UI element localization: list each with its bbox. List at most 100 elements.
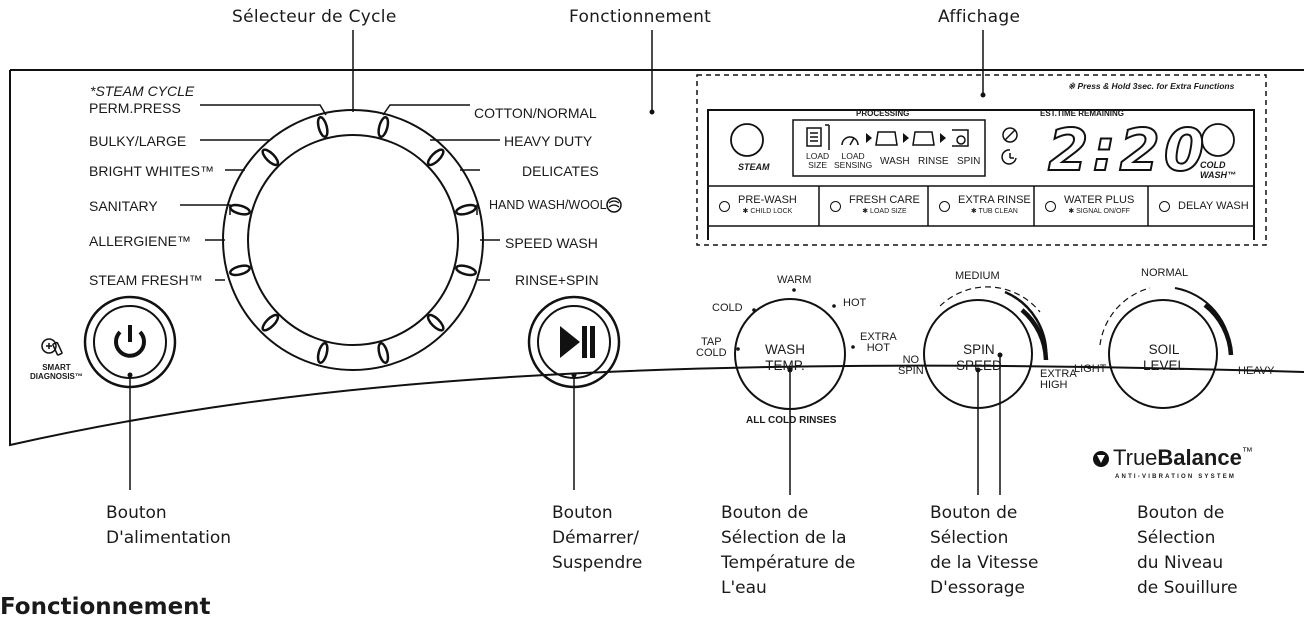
est-time-label: EST.TIME REMAINING xyxy=(1040,109,1125,118)
cycle-allergiene: ALLERGIENE™ xyxy=(89,233,191,249)
dial-tick xyxy=(229,203,251,216)
option-sublabel: ✱ SIGNAL ON/OFF xyxy=(1068,208,1130,215)
wool-icon xyxy=(606,197,622,213)
brand-balance: Balance xyxy=(1157,445,1242,470)
dial-tick xyxy=(455,203,477,216)
dial-tick xyxy=(377,342,390,364)
option-label: FRESH CARE xyxy=(849,194,920,206)
stage-spin: SPIN xyxy=(957,156,981,167)
indicator-led xyxy=(719,200,730,212)
option-sublabel: ✱ LOAD SIZE xyxy=(862,208,907,215)
option-label: EXTRA RINSE xyxy=(958,194,1031,206)
cycle-bulky-large: BULKY/LARGE xyxy=(89,133,187,149)
cold-wash-button-graphic xyxy=(1201,123,1235,157)
indicator-led xyxy=(939,200,950,212)
section-heading: Fonctionnement xyxy=(0,594,211,620)
indicator-led xyxy=(830,200,841,212)
power-button[interactable] xyxy=(85,297,175,387)
soil-heavy: HEAVY xyxy=(1238,365,1275,377)
steam-button-label[interactable]: STEAM xyxy=(738,162,770,172)
cycle-sanitary: SANITARY xyxy=(89,198,158,214)
option-water-plus[interactable]: WATER PLUS ✱ SIGNAL ON/OFF xyxy=(1035,188,1148,224)
temp-tap-cold: TAP COLD xyxy=(696,336,727,359)
truebalance-logo-mark xyxy=(1093,451,1109,467)
panel-outline xyxy=(9,69,1304,447)
callout-display: Affichage xyxy=(938,7,1021,27)
wash-temp-knob-graphic xyxy=(734,298,846,410)
stage-load-size: LOAD SIZE xyxy=(806,151,830,170)
spin-no-spin: NO SPIN xyxy=(898,354,924,377)
processing-label: PROCESSING xyxy=(856,109,910,118)
callout-lines xyxy=(129,30,1001,495)
option-sublabel: ✱ CHILD LOCK xyxy=(742,208,793,215)
dial-tick xyxy=(261,148,280,167)
soil-level-knob-graphic xyxy=(1099,287,1234,409)
dial-tick xyxy=(377,116,390,138)
cycle-heavy-duty: HEAVY DUTY xyxy=(504,133,593,149)
truebalance-logo: TrueBalance™ xyxy=(1113,447,1253,469)
soil-normal: NORMAL xyxy=(1141,267,1189,279)
cycle-hand-wash-wool: HAND WASH/WOOL xyxy=(489,198,607,212)
smart-diagnosis-icon xyxy=(41,338,63,356)
option-label: PRE-WASH xyxy=(738,194,797,206)
callout-start-pause: Bouton Démarrer/ Suspendre xyxy=(552,503,643,573)
indicator-led xyxy=(1159,200,1170,212)
wash-temp-label: WASH TEMP. xyxy=(765,342,805,373)
cycle-leaders-right xyxy=(382,104,500,281)
cycle-bright-whites: BRIGHT WHITES™ xyxy=(89,163,214,179)
temp-warm: WARM xyxy=(777,274,812,286)
start-pause-button[interactable] xyxy=(529,297,619,387)
dial-tick xyxy=(316,116,329,138)
dial-tick xyxy=(426,148,445,167)
spin-speed-knob-graphic xyxy=(923,286,1049,409)
power-button-graphic xyxy=(83,295,177,389)
soil-light: LIGHT xyxy=(1074,363,1107,375)
option-pre-wash[interactable]: PRE-WASH ✱ CHILD LOCK xyxy=(709,188,819,224)
option-sublabel: ✱ TUB CLEAN xyxy=(970,208,1018,215)
spin-extra-high: EXTRA HIGH xyxy=(1040,368,1077,391)
dial-tick xyxy=(426,313,445,332)
smart-diagnosis-label: SMART DIAGNOSIS™ xyxy=(30,363,83,381)
cycle-delicates: DELICATES xyxy=(522,163,599,179)
dial-tick xyxy=(316,342,329,364)
temp-extra-hot: EXTRA HOT xyxy=(860,331,897,354)
time-remaining-display: 2:20 xyxy=(1047,116,1209,184)
callout-wash-temp: Bouton de Sélection de la Température de… xyxy=(721,503,856,598)
brand-tm: ™ xyxy=(1241,446,1253,458)
stage-load-sensing: LOAD SENSING xyxy=(834,151,873,170)
option-label: DELAY WASH xyxy=(1178,199,1249,212)
option-extra-rinse[interactable]: EXTRA RINSE ✱ TUB CLEAN xyxy=(929,188,1034,224)
dial-tick xyxy=(455,264,477,277)
option-delay-wash[interactable]: DELAY WASH xyxy=(1149,188,1254,224)
callout-soil-level: Bouton de Sélection du Niveau de Souillu… xyxy=(1137,503,1238,598)
spin-medium: MEDIUM xyxy=(955,270,1000,282)
cycle-leaders-left xyxy=(180,104,327,281)
callout-operation: Fonctionnement xyxy=(569,7,712,27)
option-fresh-care[interactable]: FRESH CARE ✱ LOAD SIZE xyxy=(820,188,928,224)
dial-tick xyxy=(229,264,251,277)
temp-cold: COLD xyxy=(712,302,743,314)
stage-rinse: RINSE xyxy=(918,156,949,167)
cycle-cotton-normal: COTTON/NORMAL xyxy=(474,105,597,121)
steam-cycle-note: *STEAM CYCLE xyxy=(90,83,195,99)
start-pause-button-graphic xyxy=(527,295,621,389)
stage-wash: WASH xyxy=(880,156,910,167)
cycle-perm-press: PERM.PRESS xyxy=(89,100,181,116)
cycle-steam-fresh: STEAM FRESH™ xyxy=(89,272,203,288)
cold-wash-button-label[interactable]: COLD WASH™ xyxy=(1200,160,1236,180)
spin-speed-label: SPIN SPEED xyxy=(956,342,1002,373)
dial-tick xyxy=(261,313,280,332)
all-cold-rinses-note: ALL COLD RINSES xyxy=(746,415,837,426)
cycle-rinse-spin: RINSE+SPIN xyxy=(515,272,599,288)
cycle-speed-wash: SPEED WASH xyxy=(505,235,598,251)
callout-power: Bouton D'alimentation xyxy=(106,503,232,548)
brand-true: True xyxy=(1113,445,1158,470)
indicator-led xyxy=(1045,200,1056,212)
truebalance-tagline: ANTI-VIBRATION SYSTEM xyxy=(1115,474,1237,480)
soil-level-label: SOIL LEVEL xyxy=(1143,342,1186,373)
steam-button-graphic xyxy=(730,123,764,157)
callout-spin-speed: Bouton de Sélection de la Vitesse D'esso… xyxy=(930,503,1039,598)
cycle-selector-dial xyxy=(222,109,484,371)
option-label: WATER PLUS xyxy=(1064,194,1135,206)
